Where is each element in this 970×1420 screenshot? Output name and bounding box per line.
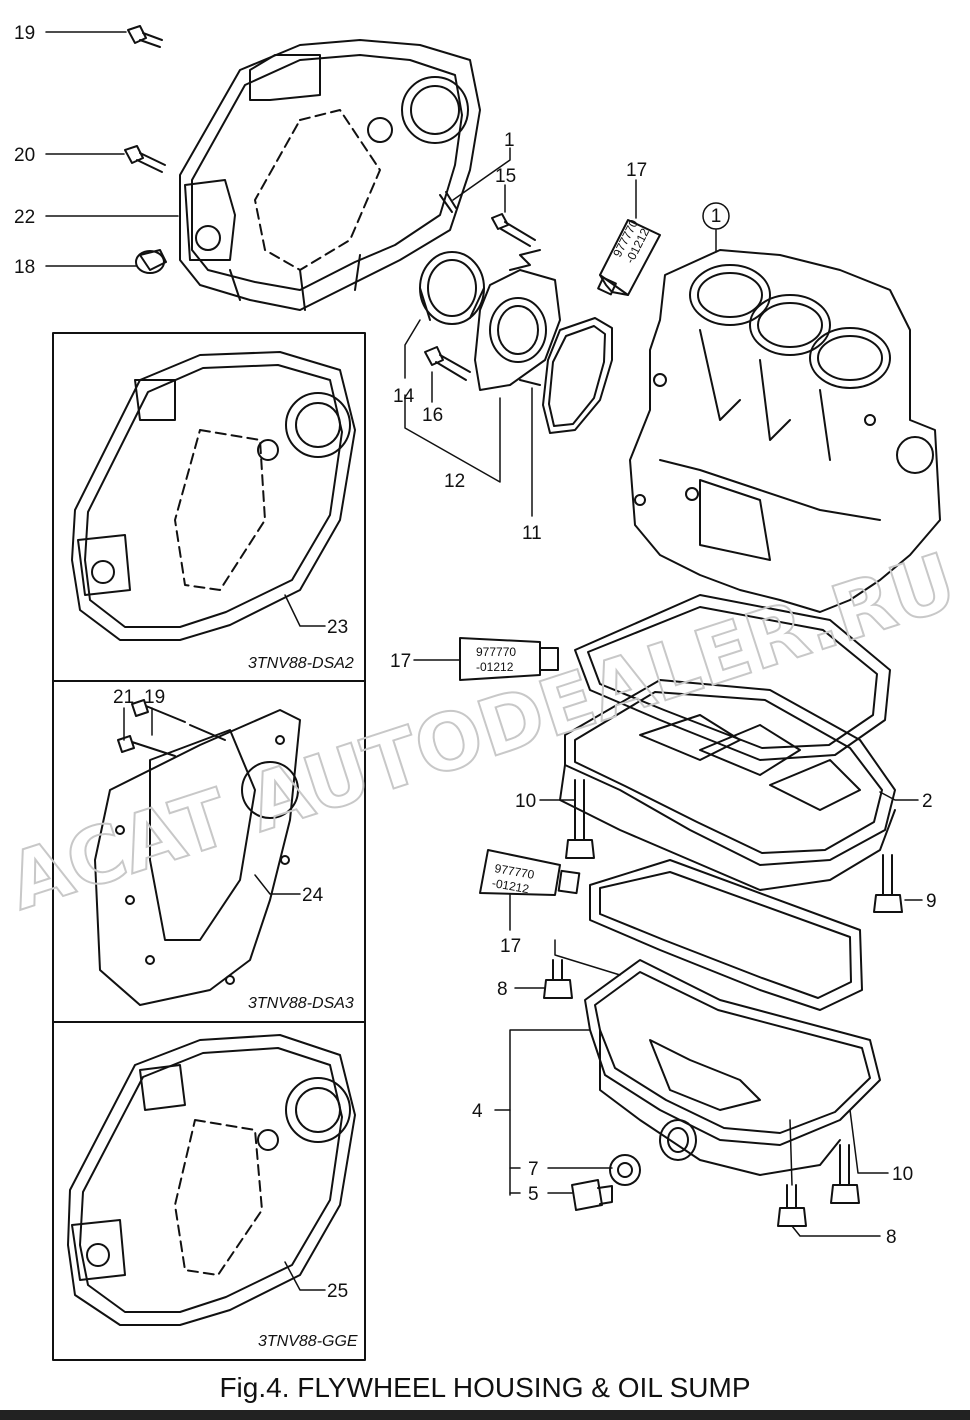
bottom-bar bbox=[0, 1410, 970, 1420]
callout-21: 21 bbox=[113, 687, 134, 708]
dowel-pin-1 bbox=[439, 191, 457, 213]
callout-9: 9 bbox=[926, 891, 937, 912]
callout-labels: 19 20 22 18 1 15 17 14 16 12 11 23 17 21… bbox=[14, 23, 937, 1302]
callout-8-left: 8 bbox=[497, 979, 508, 1000]
callout-19-mid: 19 bbox=[144, 687, 165, 708]
callout-20: 20 bbox=[14, 145, 35, 166]
callout-14: 14 bbox=[393, 386, 415, 407]
callout-18: 18 bbox=[14, 257, 35, 278]
flywheel-housing-gge bbox=[67, 1034, 356, 1326]
sealant-tube-top bbox=[597, 219, 661, 296]
plug-18 bbox=[135, 249, 167, 274]
callout-16: 16 bbox=[422, 405, 443, 426]
tube-label-mid-line1: 977770 bbox=[476, 645, 516, 659]
bolt-15 bbox=[491, 213, 541, 271]
oil-seal-case bbox=[474, 269, 561, 391]
variant-label-dsa2: 3TNV88-DSA2 bbox=[248, 655, 354, 672]
cylinder-block bbox=[629, 249, 941, 613]
bolt-20 bbox=[124, 145, 166, 173]
flywheel-plate-dsa3 bbox=[94, 699, 301, 1006]
tube-label-low-line1: 977770 bbox=[493, 861, 535, 882]
callout-2: 2 bbox=[922, 791, 933, 812]
callout-10-top: 10 bbox=[515, 791, 536, 812]
callout-12: 12 bbox=[444, 471, 465, 492]
callout-25: 25 bbox=[327, 1281, 348, 1302]
callout-1: 1 bbox=[504, 130, 515, 151]
variant-panel-3-frame bbox=[52, 1021, 366, 1361]
sealant-tube-mid bbox=[459, 637, 559, 681]
flywheel-housing-top bbox=[179, 39, 481, 311]
tube-label-mid-line2: -01212 bbox=[476, 660, 514, 674]
callout-4: 4 bbox=[472, 1101, 483, 1122]
figure-caption: Fig.4. FLYWHEEL HOUSING & OIL SUMP bbox=[219, 1372, 751, 1403]
callout-7: 7 bbox=[528, 1159, 539, 1180]
leader-lines bbox=[45, 31, 923, 1291]
tube-label-low-line2: -01212 bbox=[491, 876, 531, 896]
callout-19-top: 19 bbox=[14, 23, 35, 44]
callout-11: 11 bbox=[522, 523, 542, 544]
variant-label-gge: 3TNV88-GGE bbox=[258, 1333, 358, 1350]
bolt-8-low bbox=[777, 1184, 807, 1227]
callout-23: 23 bbox=[327, 617, 348, 638]
callout-15: 15 bbox=[495, 166, 516, 187]
callout-8-low: 8 bbox=[886, 1227, 897, 1248]
bolt-10-low bbox=[830, 1144, 860, 1204]
variant-label-dsa3: 3TNV88-DSA3 bbox=[248, 995, 354, 1012]
callout-5: 5 bbox=[528, 1184, 539, 1205]
tube-label-mid: 977770 -01212 bbox=[476, 645, 516, 674]
svg-text:1: 1 bbox=[711, 206, 722, 227]
bolt-19-top bbox=[127, 25, 163, 48]
variant-panel-1-frame bbox=[52, 332, 366, 682]
callout-10-low: 10 bbox=[892, 1164, 913, 1185]
sealant-tube-low bbox=[479, 849, 581, 896]
circled-reference-1: 1 bbox=[702, 202, 730, 230]
callout-22: 22 bbox=[14, 207, 35, 228]
callout-17-low: 17 bbox=[500, 936, 521, 957]
bolt-16 bbox=[424, 346, 471, 381]
oil-pan-4 bbox=[584, 959, 881, 1176]
oil-seal-14 bbox=[419, 251, 485, 325]
oil-pan-gasket bbox=[589, 859, 863, 1011]
bolt-9 bbox=[873, 854, 903, 913]
callout-24: 24 bbox=[302, 885, 324, 906]
callout-17-top: 17 bbox=[626, 160, 647, 181]
gasket-plate bbox=[542, 317, 613, 434]
drain-plug-5 bbox=[571, 1179, 613, 1211]
tube-label-low: 977770 -01212 bbox=[491, 861, 536, 896]
bolt-10-top bbox=[565, 779, 595, 859]
crankcase-2 bbox=[559, 679, 896, 891]
flywheel-housing-dsa2 bbox=[71, 351, 356, 641]
bolt-8-left bbox=[543, 959, 573, 999]
callout-17-mid: 17 bbox=[390, 651, 411, 672]
washer-7 bbox=[609, 1154, 641, 1186]
